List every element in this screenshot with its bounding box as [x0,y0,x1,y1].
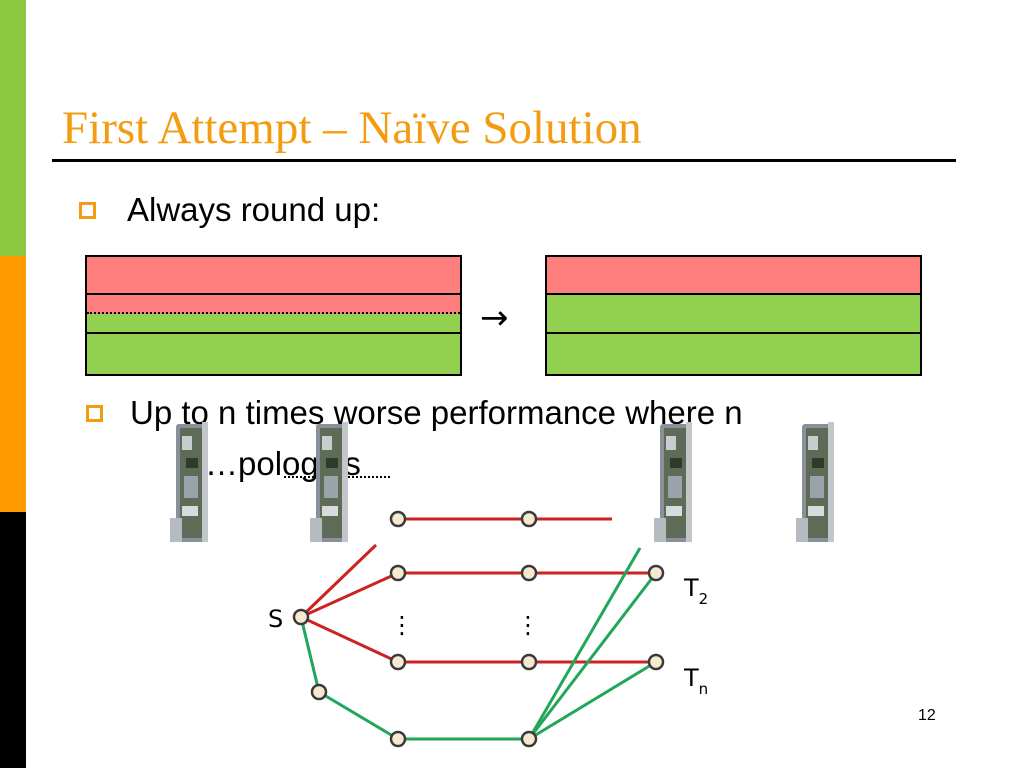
graph-edge [527,547,642,740]
graph-nodes [292,510,665,748]
target-node-tn [647,653,665,671]
sidebar-orange [0,256,26,512]
graph-edge [300,571,399,619]
overlay-mask [346,488,386,548]
target-label-tn: Tn [683,664,708,698]
graph-edge [318,690,399,741]
graph-node [520,653,538,671]
bullet-marker [79,202,96,219]
target-node-t2 [647,564,665,582]
transform-arrow: → [480,298,509,338]
graph-node [520,730,538,748]
network-line-card-icon [796,422,834,542]
title-underline [52,159,956,162]
network-line-card-icon [654,422,692,542]
network-line-card-icon [310,422,348,542]
slide-title: First Attempt – Naïve Solution [62,102,642,154]
source-node [292,608,310,626]
graph-node [310,683,328,701]
page-number: 12 [918,707,936,724]
graph-edge [528,660,657,741]
layer-red-partial [87,295,460,314]
layer-green-full [87,334,460,374]
layer-red-full [87,257,460,295]
layer-stack-before [85,255,462,376]
overlay-mask [612,488,652,548]
graph-node [520,510,538,528]
source-label: S [268,605,283,633]
vertical-dots: ⋮ [516,611,540,639]
graph-node [389,730,407,748]
layer-red [547,257,920,295]
graph-node [389,564,407,582]
graph-node [389,510,407,528]
graph-node [520,564,538,582]
graph-edge [300,615,399,664]
graph-node [389,653,407,671]
sidebar-green [0,0,26,256]
graph-edge [299,543,378,619]
layer-green-partial [87,314,460,334]
target-label-t2: T2 [683,574,708,608]
graph-edge [527,572,658,740]
bullet-text-round-up: Always round up: [127,191,381,228]
network-line-card-icon [170,422,208,542]
layer-green [547,334,920,374]
layer-green-rounded [547,295,920,334]
graph-edge [299,616,321,693]
bullet-marker [86,405,103,422]
green-edges [299,547,658,741]
layer-stack-after [545,255,922,376]
sidebar-black [0,512,26,768]
bullet-text-performance: Up to n times worse performance where n [130,394,743,431]
vertical-dots: ⋮ [390,611,414,639]
